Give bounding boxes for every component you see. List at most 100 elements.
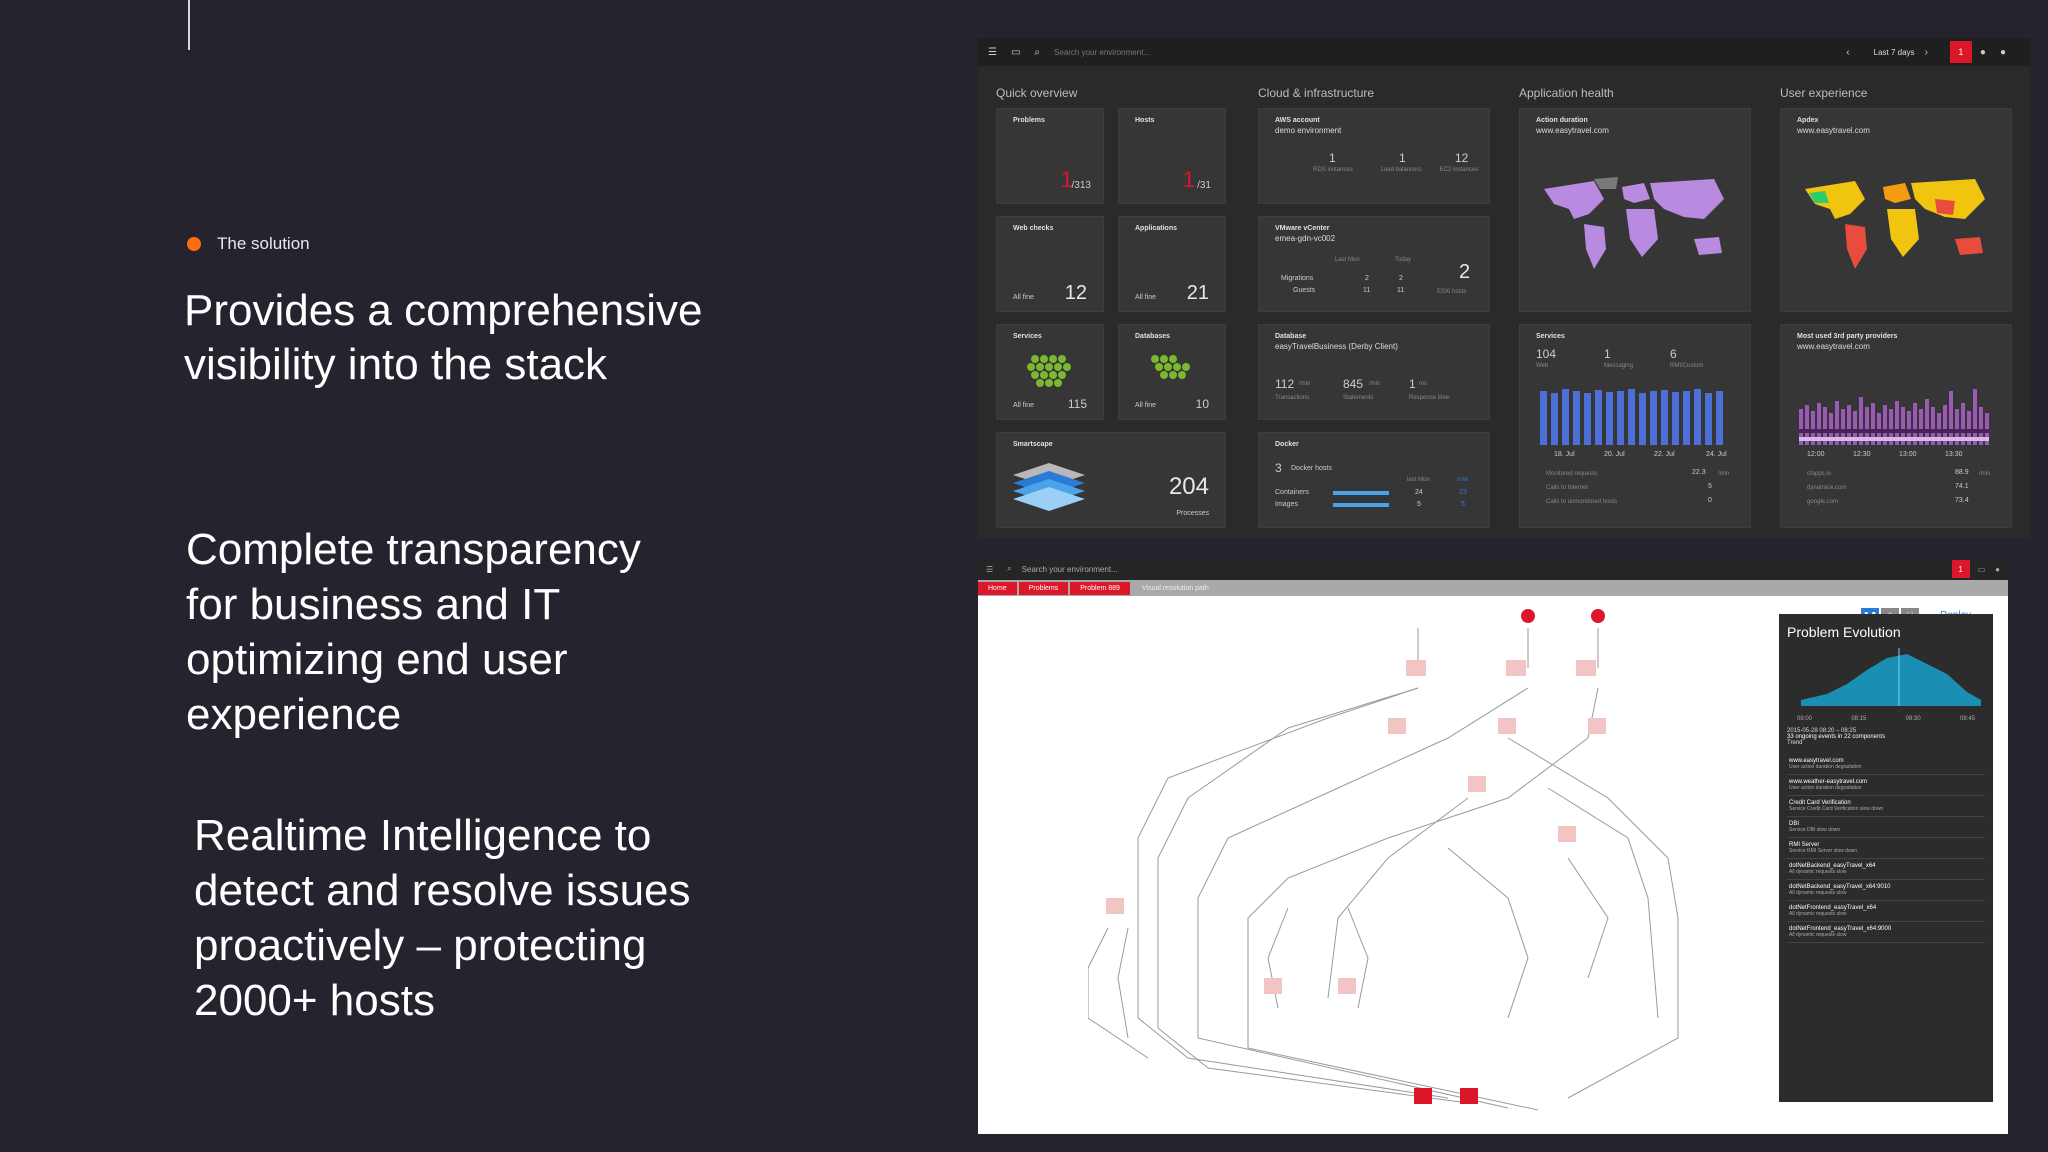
docker-row-label: Images (1275, 501, 1298, 508)
tile-title: AWS account (1275, 117, 1320, 124)
db-unit: /min (1299, 381, 1311, 387)
search-input[interactable]: Search your environment... (1054, 47, 1151, 57)
tile-title: Smartscape (1013, 441, 1053, 448)
search-icon[interactable]: ⌕ (1034, 46, 1041, 58)
tile-subtitle: www.easytravel.com (1797, 342, 1870, 351)
services-unit: /min (1718, 471, 1730, 477)
section-label: The solution (217, 234, 310, 253)
provider-value: 74.1 (1955, 483, 1969, 490)
problems-count: 1 (1060, 167, 1073, 192)
tile-databases[interactable]: Databases All fine 10 (1118, 324, 1226, 420)
vmware-row-label: Guests (1293, 287, 1316, 294)
docker-value: 5 (1417, 501, 1421, 508)
vmware-row-label: Migrations (1281, 275, 1314, 282)
tile-applications[interactable]: Applications All fine 21 (1118, 216, 1226, 312)
tile-database[interactable]: Database easyTravelBusiness (Derby Clien… (1258, 324, 1490, 420)
resolution-path-graph (1088, 609, 1679, 1111)
tile-web-checks[interactable]: Web checks All fine 12 (996, 216, 1104, 312)
services-web-count: 104 (1536, 347, 1557, 361)
window-icon[interactable]: ▭ (1977, 564, 1986, 574)
user-icon[interactable]: ● (1995, 564, 2000, 574)
tile-title: Problems (1013, 117, 1045, 124)
services-row-label: Monitored requests (1546, 471, 1598, 477)
tile-vmware[interactable]: VMware vCenter emea-gdn-vc002 Last Mon T… (1258, 216, 1490, 312)
vmware-value: 11 (1397, 287, 1405, 294)
services-messaging-label: Messaging (1604, 363, 1634, 369)
services-web-label: Web (1536, 363, 1549, 369)
tile-title: Database (1275, 333, 1307, 340)
tile-title: Web checks (1013, 225, 1054, 232)
status-text: All fine (1135, 402, 1157, 409)
breadcrumb-home[interactable]: Home (978, 581, 1017, 595)
db-label: Statements (1343, 395, 1374, 401)
tile-title: Databases (1135, 333, 1171, 340)
hosts-total: /31 (1197, 180, 1211, 191)
problem-alert-badge[interactable]: 1 (1949, 41, 1972, 63)
chart-time: 13:30 (1945, 451, 1963, 458)
tile-aws-account[interactable]: AWS account demo environment 1 RDS insta… (1258, 108, 1490, 204)
tile-title: Applications (1135, 225, 1178, 232)
tile-apdex[interactable]: Apdex www.easytravel.com (1780, 108, 2012, 312)
docker-value: 5 (1461, 501, 1465, 508)
chevron-left-icon[interactable]: ‹ (1846, 46, 1850, 58)
tile-title: Services (1013, 333, 1042, 340)
dashboard-topbar: ☰ ▭ ⌕ Search your environment... ‹ Last … (978, 38, 2030, 66)
provider-label: dynatrace.com (1807, 485, 1847, 491)
services-bar-chart (1540, 389, 1723, 445)
docker-hosts-count: 3 (1275, 461, 1282, 475)
db-transactions: 112 (1275, 377, 1295, 391)
tile-docker[interactable]: Docker 3 Docker hosts last Mon now Conta… (1258, 432, 1490, 528)
provider-value: 88.9 (1955, 469, 1969, 476)
breadcrumb-problem[interactable]: Problem 889 (1070, 581, 1130, 595)
monitor-icon[interactable]: ▭ (1010, 46, 1021, 58)
breadcrumb-problems[interactable]: Problems (1018, 581, 1069, 595)
menu-icon[interactable]: ☰ (988, 46, 997, 58)
aws-rds-label: RDS instances (1313, 167, 1353, 173)
tile-services-health[interactable]: Services 104 Web 1 Messaging 6 RMI/Custo… (1519, 324, 1751, 528)
chart-date: 24. Jul (1706, 451, 1727, 458)
chart-date: 22. Jul (1654, 451, 1675, 458)
chevron-right-icon[interactable]: › (1924, 46, 1928, 58)
problem-alert-badge[interactable]: 1 (1951, 560, 1970, 578)
tile-subtitle: www.easytravel.com (1536, 126, 1609, 135)
problem-evolution-panel: Problem Evolution 08:00 08:15 08:30 08:4… (1779, 614, 1993, 1102)
menu-icon[interactable]: ☰ (986, 564, 994, 574)
tile-problems[interactable]: Problems 1 /313 (996, 108, 1104, 204)
search-icon[interactable]: ⌕ (1007, 564, 1012, 573)
vmware-value: 2 (1365, 275, 1369, 282)
services-rmi-count: 6 (1670, 347, 1677, 361)
evolution-trend: Trend (1787, 740, 1803, 746)
tile-third-party[interactable]: Most used 3rd party providers www.easytr… (1780, 324, 2012, 528)
x-tick: 08:15 (1851, 716, 1867, 722)
tile-services[interactable]: Services All fine 115 (996, 324, 1104, 420)
vmware-value: 2 (1399, 275, 1403, 282)
search-input[interactable]: Search your environment... (1021, 564, 1118, 574)
chat-icon[interactable]: ● (1979, 46, 1986, 58)
tile-title: Services (1536, 333, 1565, 340)
tile-action-duration[interactable]: Action duration www.easytravel.com (1519, 108, 1751, 312)
tile-subtitle: demo environment (1275, 126, 1342, 135)
tile-title: Most used 3rd party providers (1797, 333, 1898, 340)
docker-col-head: last Mon (1407, 477, 1430, 483)
aws-lb-label: Load balancers (1380, 167, 1422, 173)
third-party-bar-chart (1799, 389, 1989, 445)
tile-hosts[interactable]: Hosts 1 /31 (1118, 108, 1226, 204)
user-icon[interactable]: ● (1999, 46, 2006, 58)
tile-smartscape[interactable]: Smartscape 204 Processes (996, 432, 1226, 528)
services-messaging-count: 1 (1604, 347, 1611, 361)
services-row-value: 22.3 (1692, 469, 1706, 476)
smartscape-layers-icon (1013, 463, 1085, 511)
status-text: All fine (1013, 294, 1035, 301)
bullet-dot (187, 237, 201, 251)
timeframe-selector[interactable]: Last 7 days (1873, 47, 1915, 57)
chart-date: 20. Jul (1604, 451, 1625, 458)
